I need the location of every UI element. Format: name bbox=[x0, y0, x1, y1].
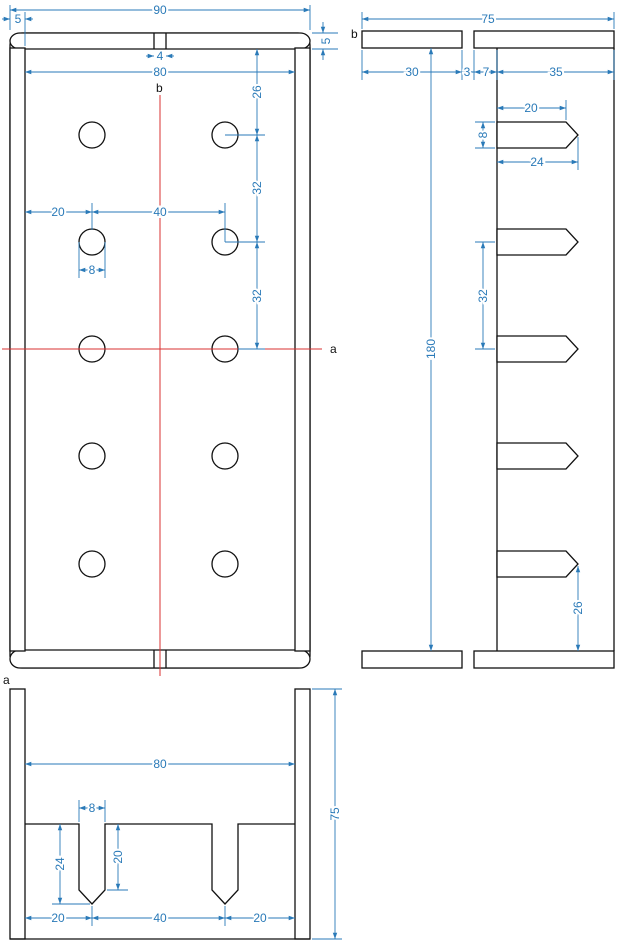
front-top-bar bbox=[9, 32, 311, 50]
peg bbox=[496, 335, 579, 363]
dim-text-overall-depth: 75 bbox=[481, 12, 495, 26]
dim-text-hole-pitch-1: 32 bbox=[250, 181, 264, 195]
dim-text-overall-width: 90 bbox=[153, 3, 167, 17]
dim-text-hole-diameter: 8 bbox=[89, 263, 96, 277]
dim-text-length: 180 bbox=[424, 339, 438, 359]
dim-text-hole-pitch-2: 32 bbox=[250, 289, 264, 303]
hole bbox=[78, 442, 106, 470]
dim-text-hole-to-top: 26 bbox=[250, 85, 264, 99]
dim-text-inner-width: 80 bbox=[153, 65, 167, 79]
dim-text-hole-spacing: 40 bbox=[153, 205, 167, 219]
peg bbox=[496, 228, 579, 256]
peg bbox=[496, 121, 579, 149]
peg bbox=[496, 442, 579, 470]
dim-text-section-right-offset: 20 bbox=[253, 911, 267, 925]
dim-text-section-slot-width: 8 bbox=[89, 801, 96, 815]
dim-text-slot-width: 4 bbox=[157, 49, 164, 63]
hole bbox=[211, 550, 239, 578]
side-bottom-left-bar bbox=[361, 650, 463, 669]
dim-text-plate: 7 bbox=[483, 65, 490, 79]
section-profile bbox=[25, 823, 295, 905]
dim-text-edge-to-hole: 20 bbox=[51, 205, 65, 219]
dim-text-section-left-offset: 20 bbox=[51, 911, 65, 925]
dim-text-peg-pitch: 32 bbox=[476, 289, 490, 303]
dim-text-section-inner-width: 80 bbox=[153, 757, 167, 771]
dim-text-peg-total: 24 bbox=[530, 155, 544, 169]
section-view: a 80 75 8 24 20 20 40 20 bbox=[3, 673, 344, 940]
dim-text-section-slot-spacing: 40 bbox=[153, 911, 167, 925]
dim-text-end-thickness: 5 bbox=[319, 37, 333, 44]
dim-text-section-slot-depth: 20 bbox=[111, 850, 125, 864]
side-top-left-bar bbox=[361, 30, 463, 49]
dim-text-section-slot-total: 24 bbox=[53, 857, 67, 871]
hole bbox=[78, 121, 106, 149]
dim-text-gap: 3 bbox=[464, 65, 471, 79]
front-view: a b 90 5 5 4 80 26 32 32 bbox=[2, 1, 338, 676]
section-left-wall bbox=[9, 688, 26, 940]
section-right-wall bbox=[294, 688, 311, 940]
side-top-right-bar bbox=[473, 30, 615, 49]
dim-text-side-thickness: 5 bbox=[15, 12, 22, 26]
peg bbox=[496, 550, 579, 578]
dim-text-peg-height: 8 bbox=[476, 131, 490, 138]
dim-text-left-part: 30 bbox=[405, 65, 419, 79]
side-bottom-right-bar bbox=[473, 650, 615, 669]
dim-text-section-height: 75 bbox=[328, 807, 342, 821]
view-label-b: b bbox=[351, 27, 358, 41]
section-label-a: a bbox=[330, 342, 337, 356]
side-view: b 75 30 3 7 35 20 bbox=[351, 10, 615, 669]
view-label-a: a bbox=[3, 673, 10, 687]
hole bbox=[78, 228, 106, 256]
dim-text-peg-to-bottom: 26 bbox=[571, 601, 585, 615]
hole bbox=[78, 550, 106, 578]
dim-text-peg-length: 20 bbox=[524, 101, 538, 115]
section-label-b: b bbox=[156, 81, 163, 95]
dim-text-right-part: 35 bbox=[549, 65, 563, 79]
hole bbox=[211, 442, 239, 470]
